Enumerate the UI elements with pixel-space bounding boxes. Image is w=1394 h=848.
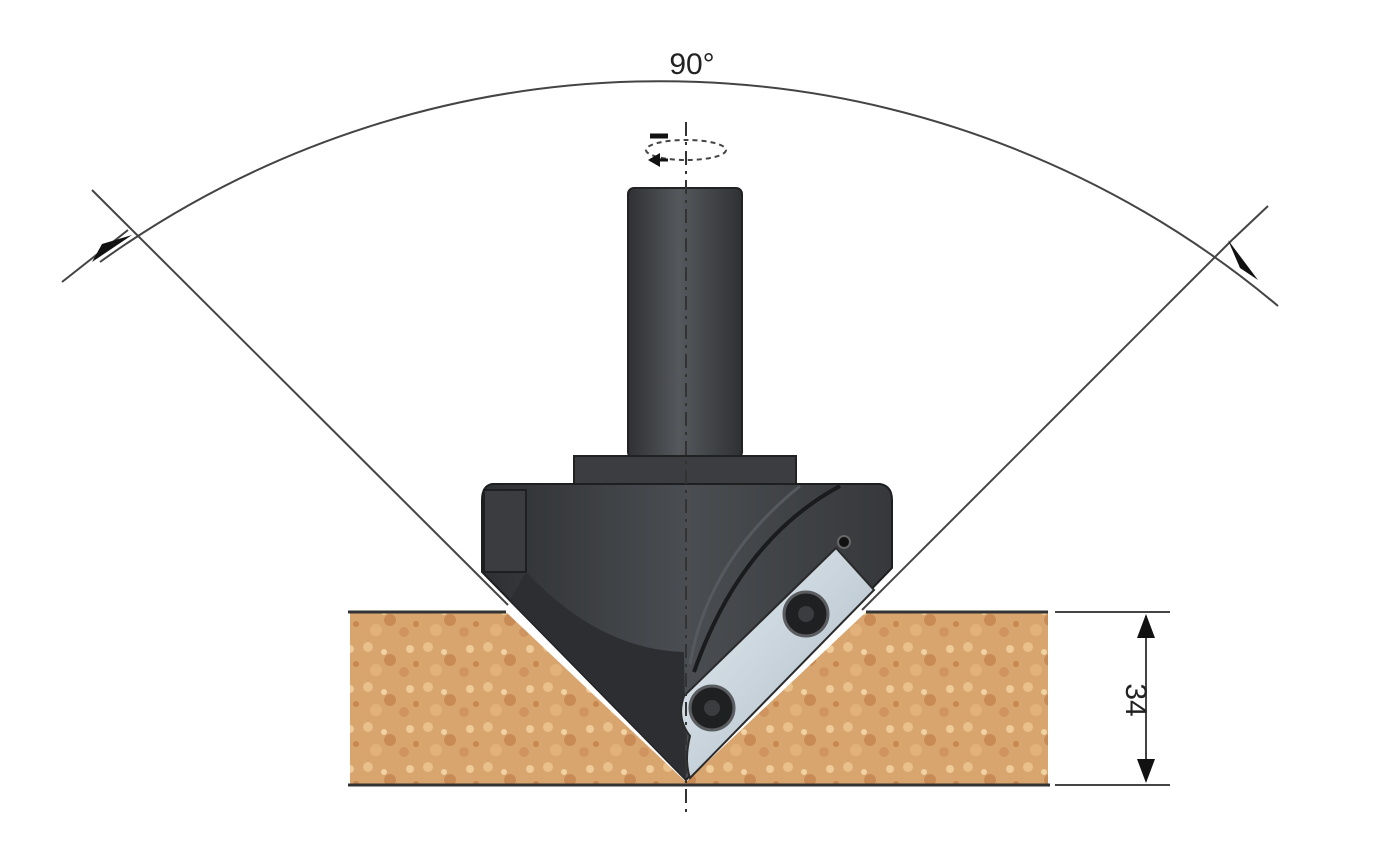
insert-screw-lower: [688, 684, 736, 732]
right-arc-arrowhead: [1228, 240, 1258, 280]
left-arc-arrowhead: [92, 235, 132, 262]
flute-spiral-inner: [688, 484, 801, 665]
left-extension-line: [61, 229, 129, 283]
body-left-flat: [483, 489, 527, 573]
right-extension-line: [1231, 205, 1269, 241]
depth-arrowhead-bottom: [1137, 759, 1155, 783]
angle-arc: [99, 80, 1279, 307]
body-screw-hole: [837, 535, 851, 549]
rotation-arrow-icon: [645, 133, 727, 167]
flute-spiral-outer: [692, 484, 841, 673]
insert-screw-upper: [782, 590, 830, 638]
wood-workpiece: [350, 612, 1048, 784]
depth-label: 34: [1119, 683, 1152, 716]
left-flute-surface: [510, 572, 686, 780]
left-guide-line: [91, 189, 509, 606]
angle-label: 90°: [669, 48, 714, 81]
right-guide-line: [861, 239, 1233, 611]
depth-arrowhead-top: [1137, 614, 1155, 638]
